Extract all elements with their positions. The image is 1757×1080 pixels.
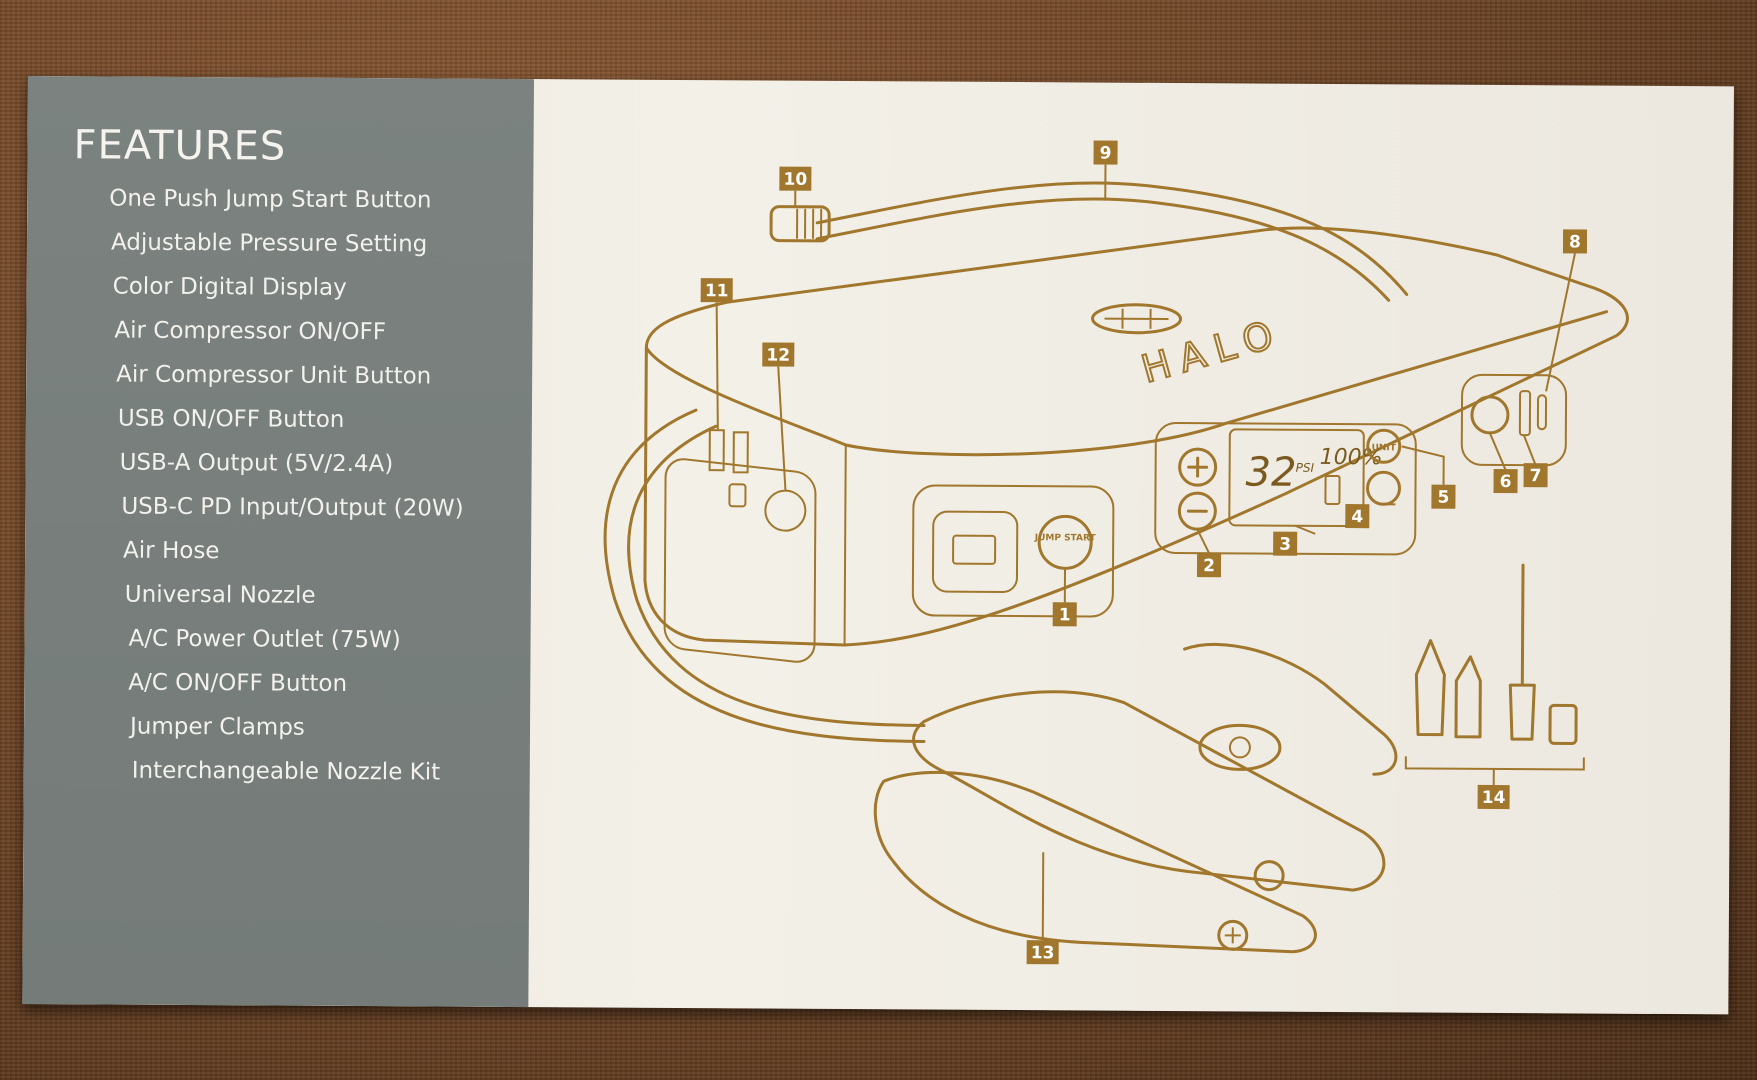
callout-5: 5 <box>1431 484 1456 509</box>
svg-text:11: 11 <box>705 281 729 301</box>
display-unit: PSI <box>1296 461 1315 475</box>
jump-start-label: JUMP START <box>1034 533 1097 543</box>
callout-3: 3 <box>1273 531 1298 556</box>
nozzle-kit-illustration <box>1404 563 1585 771</box>
display-pressure: 32 <box>1245 449 1296 495</box>
svg-text:5: 5 <box>1437 488 1449 508</box>
svg-text:2: 2 <box>1203 556 1215 576</box>
svg-text:1: 1 <box>1059 605 1071 625</box>
product-diagram: JUMP START 32 PSI 100% UNIT HALO <box>603 140 1629 965</box>
callout-11: 11 <box>700 278 733 303</box>
callout-4: 4 <box>1345 504 1370 529</box>
callout-13: 13 <box>1026 940 1059 965</box>
svg-text:13: 13 <box>1031 943 1055 963</box>
callout-9: 9 <box>1093 140 1118 165</box>
svg-text:4: 4 <box>1351 507 1363 527</box>
air-hose-illustration <box>603 181 1409 743</box>
unit-button-label: UNIT <box>1372 443 1397 453</box>
svg-text:3: 3 <box>1279 535 1291 555</box>
brand-logo-text: HALO <box>1137 310 1288 391</box>
callout-1: 1 <box>1052 602 1077 627</box>
svg-text:7: 7 <box>1530 466 1542 486</box>
svg-text:12: 12 <box>766 346 790 366</box>
svg-text:6: 6 <box>1500 472 1512 492</box>
jumper-clamps-illustration <box>873 642 1398 954</box>
svg-text:14: 14 <box>1482 788 1506 808</box>
universal-nozzle-illustration <box>769 205 831 243</box>
svg-text:8: 8 <box>1569 232 1581 252</box>
svg-text:9: 9 <box>1100 144 1112 164</box>
callout-10: 10 <box>779 166 812 191</box>
callout-12: 12 <box>762 342 795 367</box>
jump-starter-unit: JUMP START 32 PSI 100% UNIT HALO <box>643 226 1629 663</box>
callout-8: 8 <box>1562 229 1588 254</box>
callout-7: 7 <box>1523 463 1548 488</box>
callout-2: 2 <box>1196 553 1222 578</box>
callout-6: 6 <box>1493 468 1518 494</box>
product-box: FEATURES One Push Jump Start Button Adju… <box>22 76 1734 1015</box>
callout-14: 14 <box>1477 784 1510 810</box>
svg-text:10: 10 <box>783 170 807 190</box>
callout-leader-lines <box>715 164 1576 941</box>
